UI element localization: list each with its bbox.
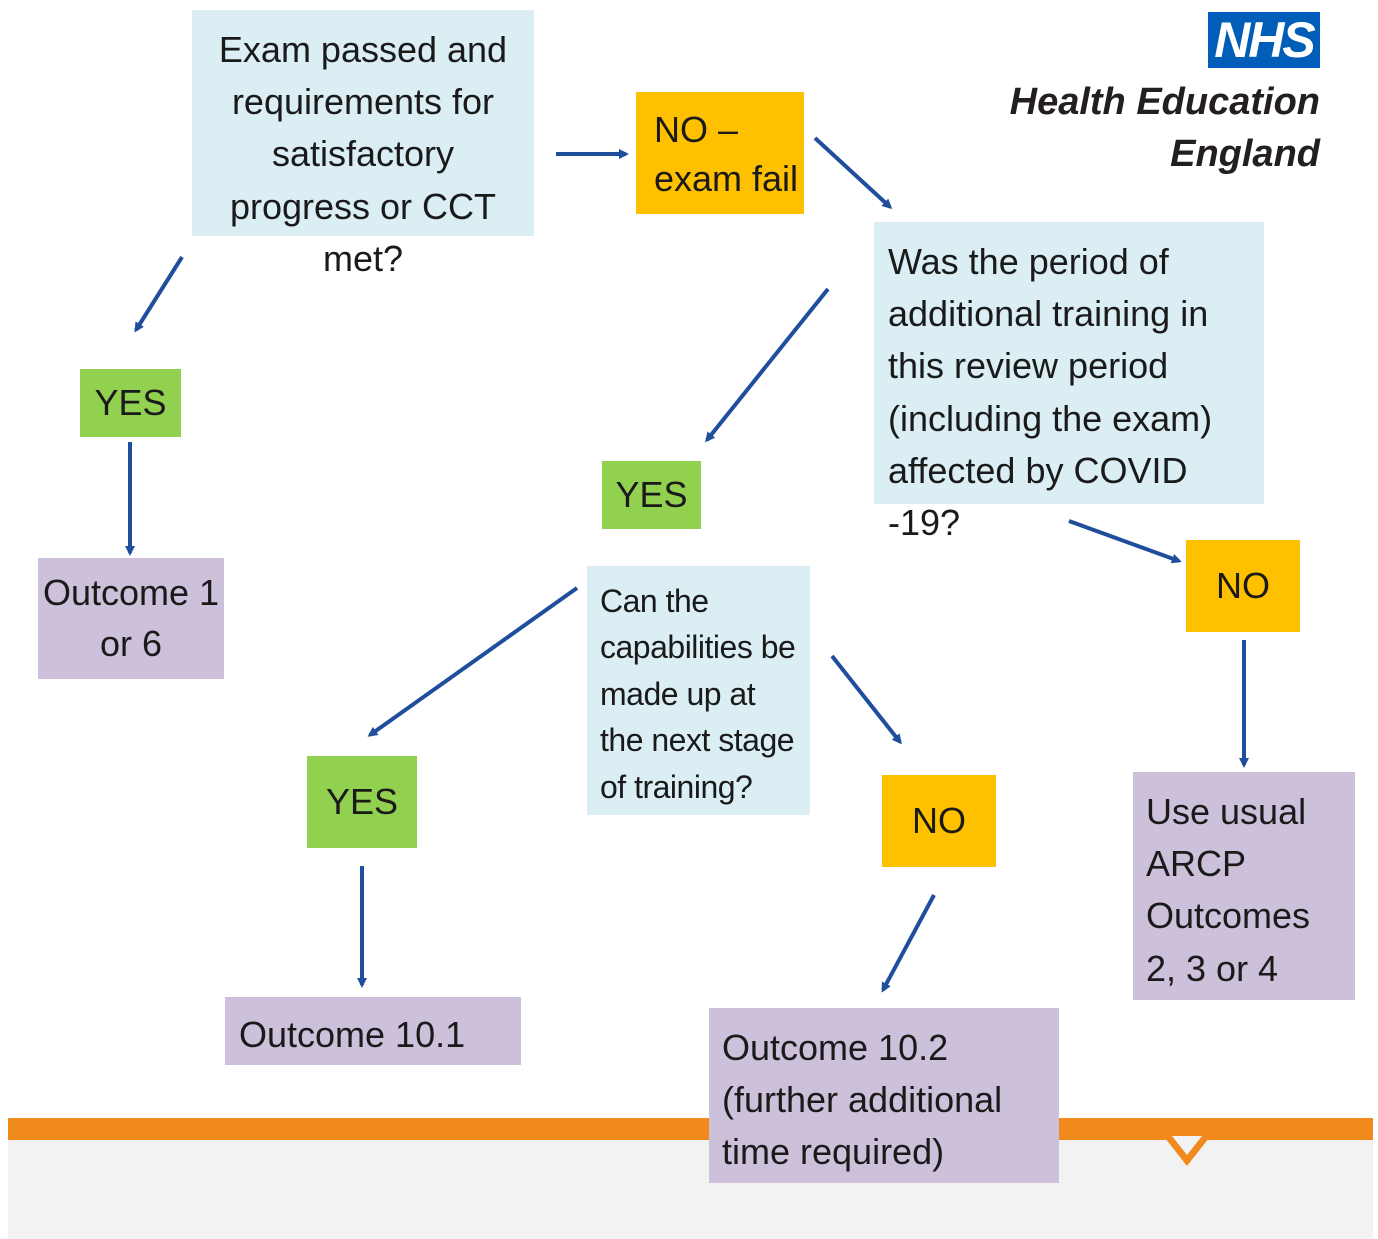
arrow-q1-to-yes xyxy=(134,255,184,333)
usual-arcp-outcomes: Use usual ARCP Outcomes 2, 3 or 4 xyxy=(1133,772,1355,1000)
no-right-text: NO xyxy=(1216,564,1270,606)
yes-low-box: YES xyxy=(307,756,417,848)
outcome-10-2: Outcome 10.2 (further additional time re… xyxy=(709,1008,1059,1183)
arrow-no-to-q2 xyxy=(813,136,893,210)
nhs-logo: NHS xyxy=(1208,12,1320,68)
yes-left-box: YES xyxy=(80,369,181,437)
question-capabilities: Can the capabilities be made up at the n… xyxy=(587,566,810,815)
yes-mid-box: YES xyxy=(602,461,701,529)
no-right-box: NO xyxy=(1186,540,1300,632)
outcome-1-or-6-text: Outcome 1 or 6 xyxy=(42,572,220,664)
question-exam-passed-text: Exam passed and requirements for satisfa… xyxy=(218,29,508,279)
health-education-england-wordmark: Health Education England xyxy=(1009,81,1320,175)
arrow-q2-to-yes-mid xyxy=(705,287,830,443)
no-exam-fail-text: NO – exam fail xyxy=(654,109,799,199)
usual-arcp-outcomes-text: Use usual ARCP Outcomes 2, 3 or 4 xyxy=(1146,791,1311,989)
outcome-10-1: Outcome 10.1 xyxy=(225,997,521,1065)
question-covid-affected-text: Was the period of additional training in… xyxy=(888,241,1213,543)
arrow-q3-to-no-mid xyxy=(830,654,902,745)
footer-orange-bar xyxy=(8,1118,1373,1140)
yes-mid-text: YES xyxy=(615,473,688,515)
arrow-q3-to-yes-low xyxy=(367,586,579,737)
outcome-10-1-text: Outcome 10.1 xyxy=(239,1014,466,1055)
outcome-1-or-6: Outcome 1 or 6 xyxy=(38,558,224,679)
arrow-no-to-outcome-10-2 xyxy=(881,894,936,993)
yes-left-text: YES xyxy=(94,381,167,423)
footer-band xyxy=(8,1128,1373,1239)
no-mid-box: NO xyxy=(882,775,996,867)
question-covid-affected: Was the period of additional training in… xyxy=(874,222,1264,543)
question-exam-passed: Exam passed and requirements for satisfa… xyxy=(192,10,534,279)
arrow-q2-to-no xyxy=(1068,519,1182,564)
outcome-10-2-text: Outcome 10.2 (further additional time re… xyxy=(722,1027,1003,1173)
footer-notch-inner xyxy=(1172,1136,1202,1155)
no-exam-fail-box: NO – exam fail xyxy=(636,92,804,214)
no-mid-text: NO xyxy=(912,799,966,841)
yes-low-text: YES xyxy=(325,780,399,822)
question-capabilities-text: Can the capabilities be made up at the n… xyxy=(600,583,796,805)
